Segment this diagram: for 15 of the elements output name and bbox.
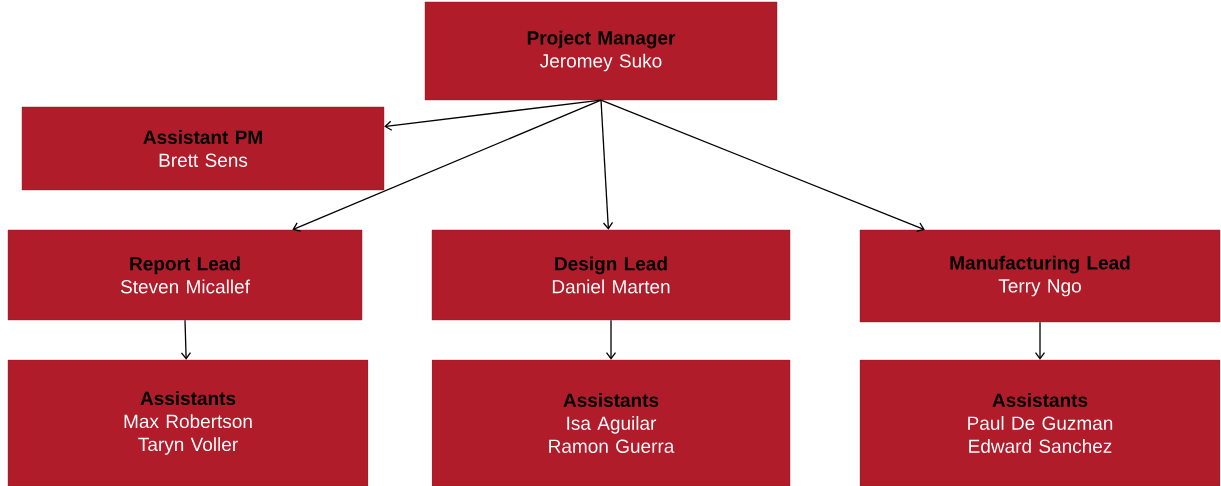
arrow (384, 99, 602, 131)
org-box: Assistants Isa Aguilar Ramon Guerra (431, 359, 791, 486)
arrow (180, 319, 192, 360)
org-box: Design Lead Daniel Marten (431, 229, 791, 321)
org-box: Assistants Max Robertson Taryn Voller (7, 359, 369, 486)
arrow (292, 99, 602, 232)
org-box: Manufacturing Lead Terry Ngo (859, 229, 1221, 323)
arrow (1034, 321, 1046, 360)
org-box: Project Manager Jeromey Suko (424, 1, 778, 101)
org-box: Report Lead Steven Micallef (7, 229, 363, 321)
org-box: Assistants Paul De Guzman Edward Sanchez (859, 359, 1221, 486)
org-box: Assistant PM Brett Sens (21, 106, 385, 191)
arrow (600, 99, 614, 230)
arrow (605, 319, 617, 360)
arrow (600, 99, 925, 232)
